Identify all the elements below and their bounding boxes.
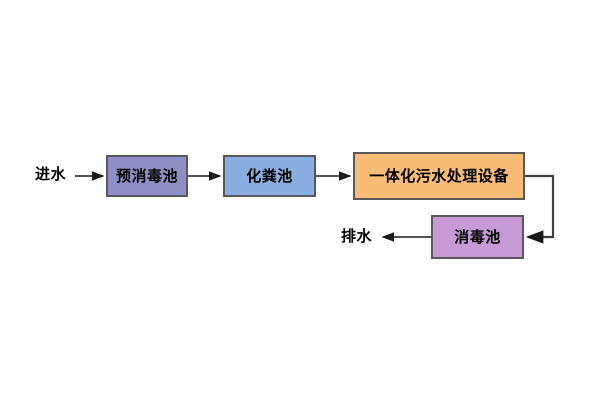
- label-effluent: 排水: [341, 228, 373, 245]
- node-integrated-sewage-treatment-equipment[interactable]: 一体化污水处理设备: [353, 152, 525, 200]
- node-septic-tank[interactable]: 化粪池: [223, 155, 316, 197]
- connector-integrated-to-disinfection: [525, 174, 555, 244]
- node-disinfection-tank[interactable]: 消毒池: [431, 215, 524, 259]
- label-influent: 进水: [35, 166, 67, 183]
- node-pre-disinfection-tank[interactable]: 预消毒池: [106, 155, 188, 197]
